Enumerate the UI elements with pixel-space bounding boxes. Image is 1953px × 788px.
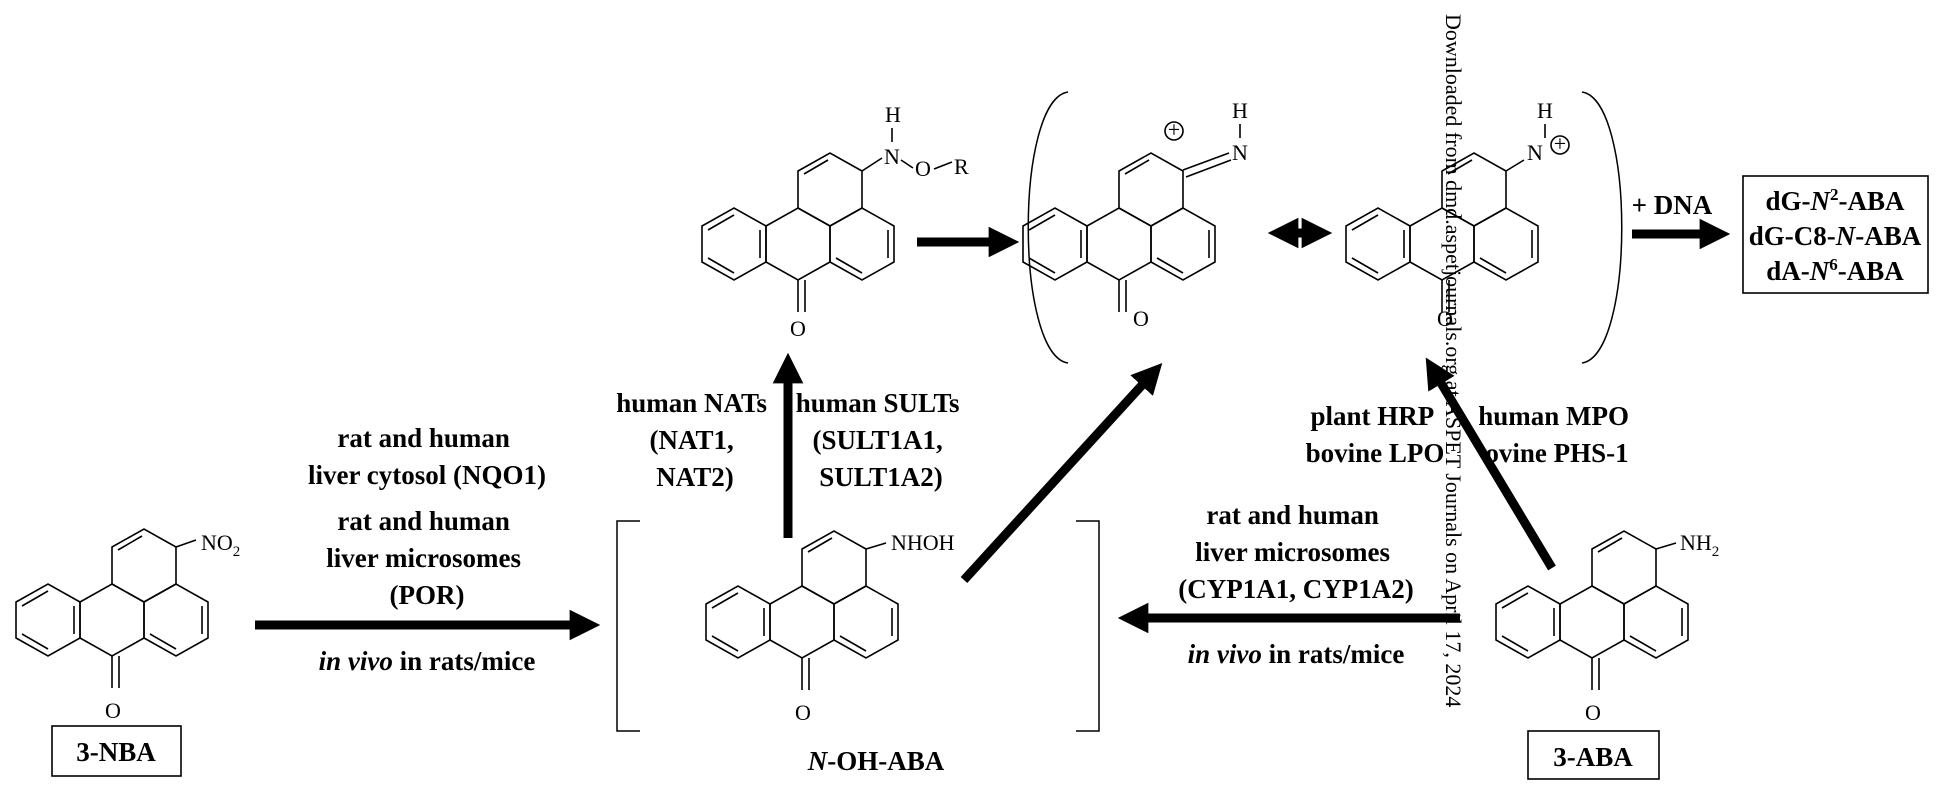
bracket-right-upper [1581,91,1623,364]
arrow-aba-to-nitrenium [1425,357,1556,571]
nba-label-box [51,725,182,777]
download-watermark: Downloaded from dmd.aspetjournals.org at… [1441,14,1466,707]
compound-n-oh-aba: NHOH O N-OH-ABA [616,520,1100,776]
label-nats: human NATs (NAT1, NAT2) [616,388,774,492]
nohaba-label: N-OH-ABA [807,746,945,776]
nitrenium-b-plus: + [1554,131,1566,156]
nitrenium-b-plus-circle [1550,135,1570,155]
label-sults: human SULTs (SULT1A1, SULT1A2) [796,388,967,492]
nitrenium-b-h: H [1537,98,1553,123]
nitrenium-a-plus-circle [1164,121,1184,141]
compound-3-aba: NH2 O 3-ABA [1495,530,1719,780]
label-invivo-right: in vivo in rats/mice [1188,639,1405,669]
label-human-mpo: human MPO ovine PHS-1 [1478,401,1636,468]
label-dna: + DNA [1632,190,1713,220]
ester-o: O [915,156,931,181]
label-cyp: rat and human liver microsomes (CYP1A1, … [1178,500,1413,604]
bracket-left-lower [616,520,640,732]
dna-adducts: dG-N2-ABA dG-C8-N-ABA dA-N6-ABA [1742,175,1929,294]
nitrenium-form-b: H N + O [1345,98,1570,331]
nitrenium-b-n: N [1527,140,1543,165]
ester-oxygen: O [790,316,806,341]
adduct-dg-c8: dG-C8-N-ABA [1749,221,1922,251]
label-invivo-left: in vivo in rats/mice [319,646,536,676]
nitrenium-a-h: H [1232,98,1248,123]
nohaba-substituent: NHOH [891,530,955,555]
compound-ester: H N O R O [701,102,969,341]
nitrenium-form-a: + H N O [1022,98,1248,331]
nba-oxygen: O [105,698,121,723]
ester-h: H [885,102,901,127]
label-por: rat and human liver microsomes (POR) [326,506,527,610]
label-nqo1: rat and human liver cytosol (NQO1) [308,423,546,490]
aba-oxygen: O [1585,700,1601,725]
bracket-right-lower [1076,520,1100,732]
ester-n: N [884,144,900,169]
nitrenium-a-plus: + [1168,117,1180,142]
bracket-left-upper [1027,91,1069,364]
aba-substituent: NH2 [1680,530,1719,560]
adducts-box [1742,175,1929,294]
arrow-nohaba-to-nitrenium [960,362,1163,584]
label-plant-hrp: plant HRP bovine LPO [1306,401,1445,468]
nba-label: 3-NBA [76,737,156,767]
nitrenium-a-n: N [1232,140,1248,165]
adduct-dg-n2: dG-N2-ABA [1765,185,1905,216]
aba-label-box [1527,730,1660,780]
adduct-da-n6: dA-N6-ABA [1766,255,1904,286]
nitrenium-a-oxygen: O [1133,306,1149,331]
aba-label: 3-ABA [1553,742,1633,772]
nitrenium-b-oxygen: O [1437,306,1453,331]
compound-3-nba: NO2 O 3-NBA [15,528,240,777]
nba-substituent: NO2 [201,530,240,560]
nohaba-oxygen: O [795,700,811,725]
ester-r: R [954,154,969,179]
nitrenium-resonance: + H N O H N + O [1022,91,1623,364]
